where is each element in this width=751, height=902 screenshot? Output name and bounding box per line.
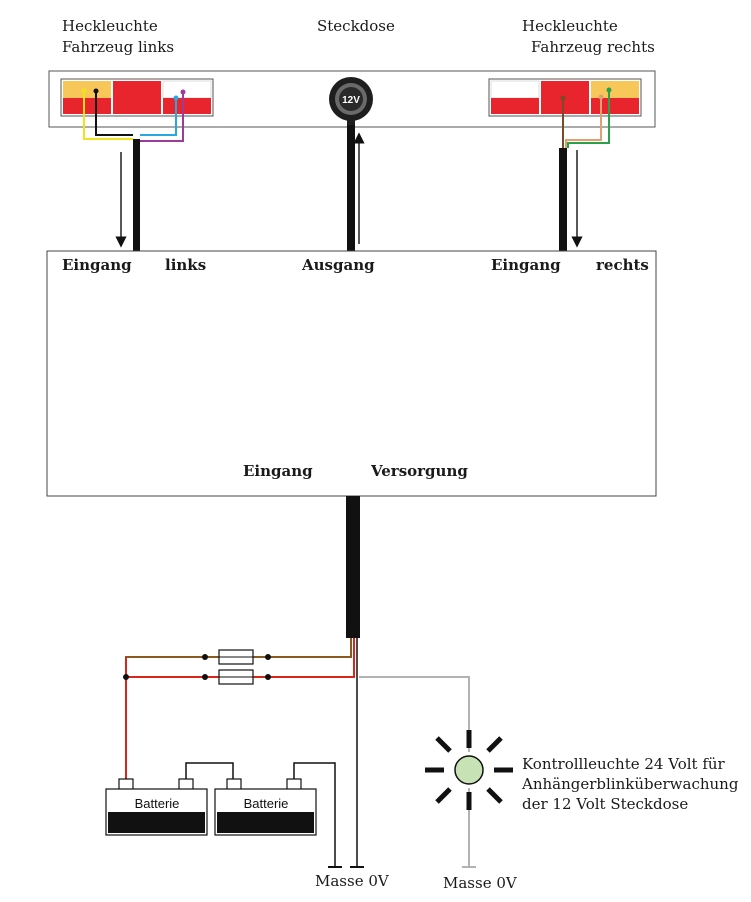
input-right-label: Eingang [491,256,561,274]
left-lamp-contact [180,89,186,95]
right-lamp-contact [606,87,612,93]
cable-right [559,148,567,251]
fuse-icon [202,649,271,665]
control-module-box [46,250,657,497]
socket-voltage: 12V [342,95,360,106]
right-lamp-wires [562,90,610,148]
indicator-label-1: Kontrollleuchte 24 Volt für [522,755,726,773]
battery-label: Batterie [135,796,180,811]
left-lamp-contact [173,95,179,101]
input-right-side-label: rechts [596,256,649,274]
indicator-label-3: der 12 Volt Steckdose [522,795,688,813]
supply-label: Versorgung [370,462,468,480]
fuse-icon [202,669,271,685]
input-left-side-label: links [165,256,206,274]
cable-left [133,139,140,251]
battery-icon: Batterie [105,778,208,836]
battery-wiring [185,762,336,866]
right-lamp-contact [598,94,604,100]
lamp-right-label-2: Fahrzeug rechts [531,38,655,56]
right-lamp-contact [560,95,566,101]
socket-label: Steckdose [317,17,395,35]
left-lamp-contact [93,88,99,94]
lamp-right-label-1: Heckleuchte [522,17,618,35]
output-label: Ausgang [301,256,375,274]
indicator-lamp-icon [425,730,513,810]
left-lamp-contact [81,88,87,94]
lamp-left-label-2: Fahrzeug links [62,38,174,56]
cable-supply [346,496,360,638]
cable-socket [347,125,355,251]
left-tail-lamp [60,78,214,117]
ground-label-right: Masse 0V [443,874,518,892]
battery-icon: Batterie [214,778,317,836]
lamp-left-label-1: Heckleuchte [62,17,158,35]
socket-12v-icon: 12V [329,77,373,129]
left-lamp-wires [83,91,184,142]
input-left-label: Eingang [62,256,132,274]
wire-junction [123,674,129,680]
ground-label-left: Masse 0V [315,872,390,890]
indicator-label-2: Anhängerblinküberwachung [521,775,739,793]
supply-input-label: Eingang [243,462,313,480]
battery-label: Batterie [244,796,289,811]
